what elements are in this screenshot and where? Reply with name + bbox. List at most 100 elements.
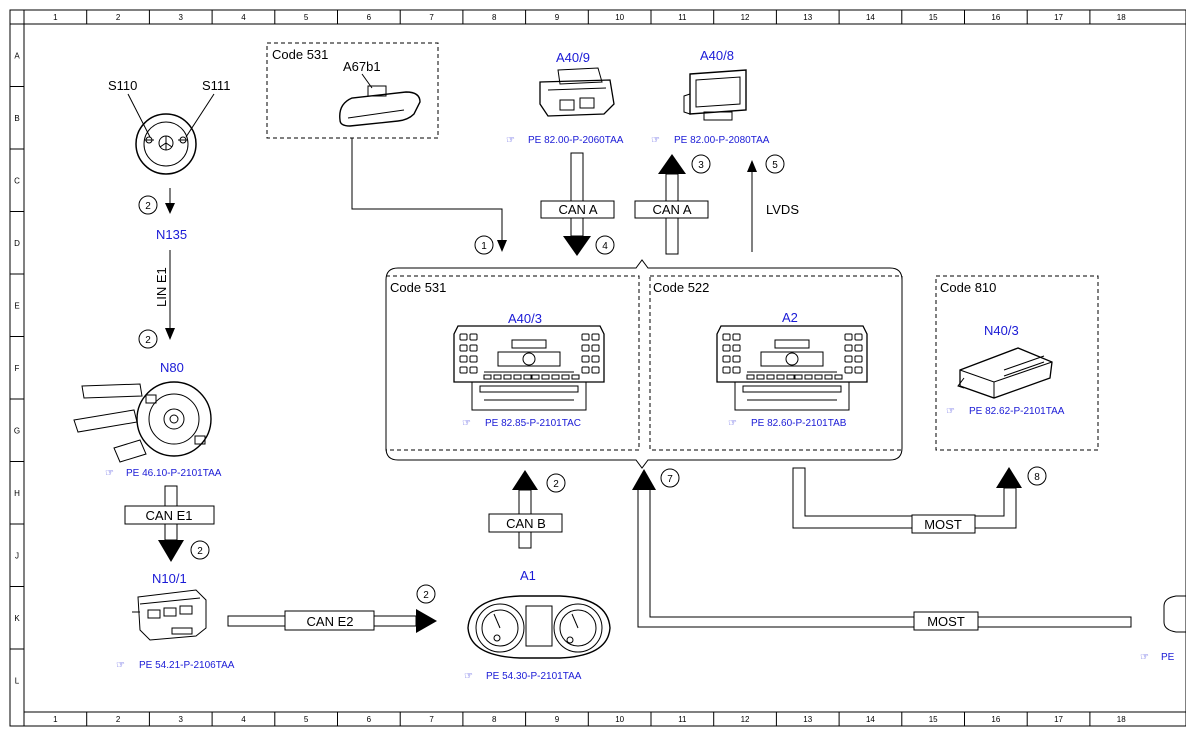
n40-3-ref-icon: ☞ [946, 406, 955, 417]
most-top-label: MOST [924, 517, 962, 532]
can-b-label: CAN B [506, 516, 546, 531]
marker-2e: 2 [546, 473, 566, 493]
code531-unit-label: Code 531 [390, 280, 446, 295]
offpage-ref[interactable]: PE [1161, 652, 1175, 663]
marker-1: 1 [474, 235, 494, 255]
marker-2d: 2 [416, 584, 436, 604]
row-letter: K [14, 614, 20, 623]
column-number: 4 [241, 13, 246, 22]
column-number: 15 [929, 13, 938, 22]
column-number: 14 [866, 13, 875, 22]
group-brace-top [385, 259, 903, 281]
marker-5: 5 [765, 154, 785, 174]
column-number: 10 [615, 715, 624, 724]
s111-label: S111 [202, 78, 230, 93]
a40-3-ref-icon: ☞ [462, 418, 471, 429]
a40-8-ref[interactable]: PE 82.00-P-2080TAA [674, 135, 770, 146]
row-letter: E [14, 301, 19, 310]
svg-text:1: 1 [481, 241, 487, 252]
column-number: 1 [53, 715, 58, 724]
code531-unit-box [385, 275, 640, 451]
column-number: 16 [991, 13, 1000, 22]
column-number: 12 [741, 13, 750, 22]
column-number: 16 [991, 715, 1000, 724]
steering-column-module-image [73, 381, 212, 463]
column-number: 2 [116, 715, 121, 724]
can-e2-bus: CAN E2 [227, 609, 437, 633]
can-a-left-label: CAN A [558, 202, 597, 217]
offpage-device-image [1163, 595, 1186, 633]
a67b1-label: A67b1 [343, 59, 381, 74]
column-number: 11 [678, 13, 687, 22]
n40-3-label: N40/3 [984, 323, 1019, 338]
marker-4: 4 [595, 235, 615, 255]
n40-3-ref[interactable]: PE 82.62-P-2101TAA [969, 406, 1065, 417]
can-a-right-label: CAN A [652, 202, 691, 217]
controller-a40-9-image [539, 67, 615, 117]
column-number: 3 [179, 13, 184, 22]
a1-label: A1 [520, 568, 536, 583]
can-e1-label: CAN E1 [146, 508, 193, 523]
s110-label: S110 [108, 78, 137, 93]
svg-text:5: 5 [772, 160, 778, 171]
column-number: 11 [678, 715, 687, 724]
row-letter: A [14, 51, 20, 60]
a40-9-label: A40/9 [556, 50, 590, 65]
a2-label: A2 [782, 310, 798, 325]
column-number: 15 [929, 715, 938, 724]
lvds-label: LVDS [766, 202, 799, 217]
row-letter: G [14, 426, 20, 435]
column-number: 1 [53, 13, 58, 22]
can-b-bus: CAN B [488, 470, 563, 549]
a2-ref[interactable]: PE 82.60-P-2101TAB [751, 418, 847, 429]
steering-wheel-image [127, 93, 215, 175]
marker-2b: 2 [138, 329, 158, 349]
column-number: 6 [367, 13, 372, 22]
n80-ref[interactable]: PE 46.10-P-2101TAA [126, 468, 222, 479]
most-top-bus: MOST [792, 467, 1022, 534]
n10-1-ref[interactable]: PE 54.21-P-2106TAA [139, 660, 235, 671]
a40-3-ref[interactable]: PE 82.85-P-2101TAC [485, 418, 581, 429]
column-number: 3 [179, 715, 184, 724]
column-number: 8 [492, 715, 497, 724]
headunit-a40-3-image [453, 325, 605, 411]
row-letter: B [14, 114, 19, 123]
column-number: 13 [803, 13, 812, 22]
column-number: 7 [429, 13, 434, 22]
marker-3: 3 [691, 154, 711, 174]
svg-text:7: 7 [667, 474, 673, 485]
column-number: 13 [803, 715, 812, 724]
a40-9-ref-icon: ☞ [506, 135, 515, 146]
row-letter: J [15, 551, 19, 560]
n80-label: N80 [160, 360, 184, 375]
row-letter: F [15, 364, 20, 373]
marker-7: 7 [660, 468, 680, 488]
a2-ref-icon: ☞ [728, 418, 737, 429]
a40-8-ref-icon: ☞ [651, 135, 660, 146]
marker-8: 8 [1027, 466, 1047, 486]
a40-8-label: A40/8 [700, 48, 734, 63]
column-number: 5 [304, 715, 309, 724]
column-number: 5 [304, 13, 309, 22]
column-number: 18 [1117, 715, 1126, 724]
svg-text:2: 2 [145, 335, 151, 346]
a1-ref[interactable]: PE 54.30-P-2101TAA [486, 671, 582, 682]
a40-9-ref[interactable]: PE 82.00-P-2060TAA [528, 135, 624, 146]
column-number: 6 [367, 715, 372, 724]
n10-1-ref-icon: ☞ [116, 660, 125, 671]
can-e1-bus: CAN E1 [124, 485, 215, 562]
svg-text:3: 3 [698, 160, 704, 171]
column-number: 10 [615, 13, 624, 22]
svg-text:8: 8 [1034, 472, 1040, 483]
marker-2c: 2 [190, 540, 210, 560]
svg-text:4: 4 [602, 241, 608, 252]
row-letter: L [15, 676, 20, 685]
display-a40-8-image [683, 69, 747, 121]
rearview-mirror-image [339, 73, 421, 127]
can-a-left-bus: CAN A [540, 152, 615, 256]
can-a-right-bus: CAN A [634, 154, 709, 255]
n10-1-label: N10/1 [152, 571, 187, 586]
column-number: 9 [555, 13, 560, 22]
